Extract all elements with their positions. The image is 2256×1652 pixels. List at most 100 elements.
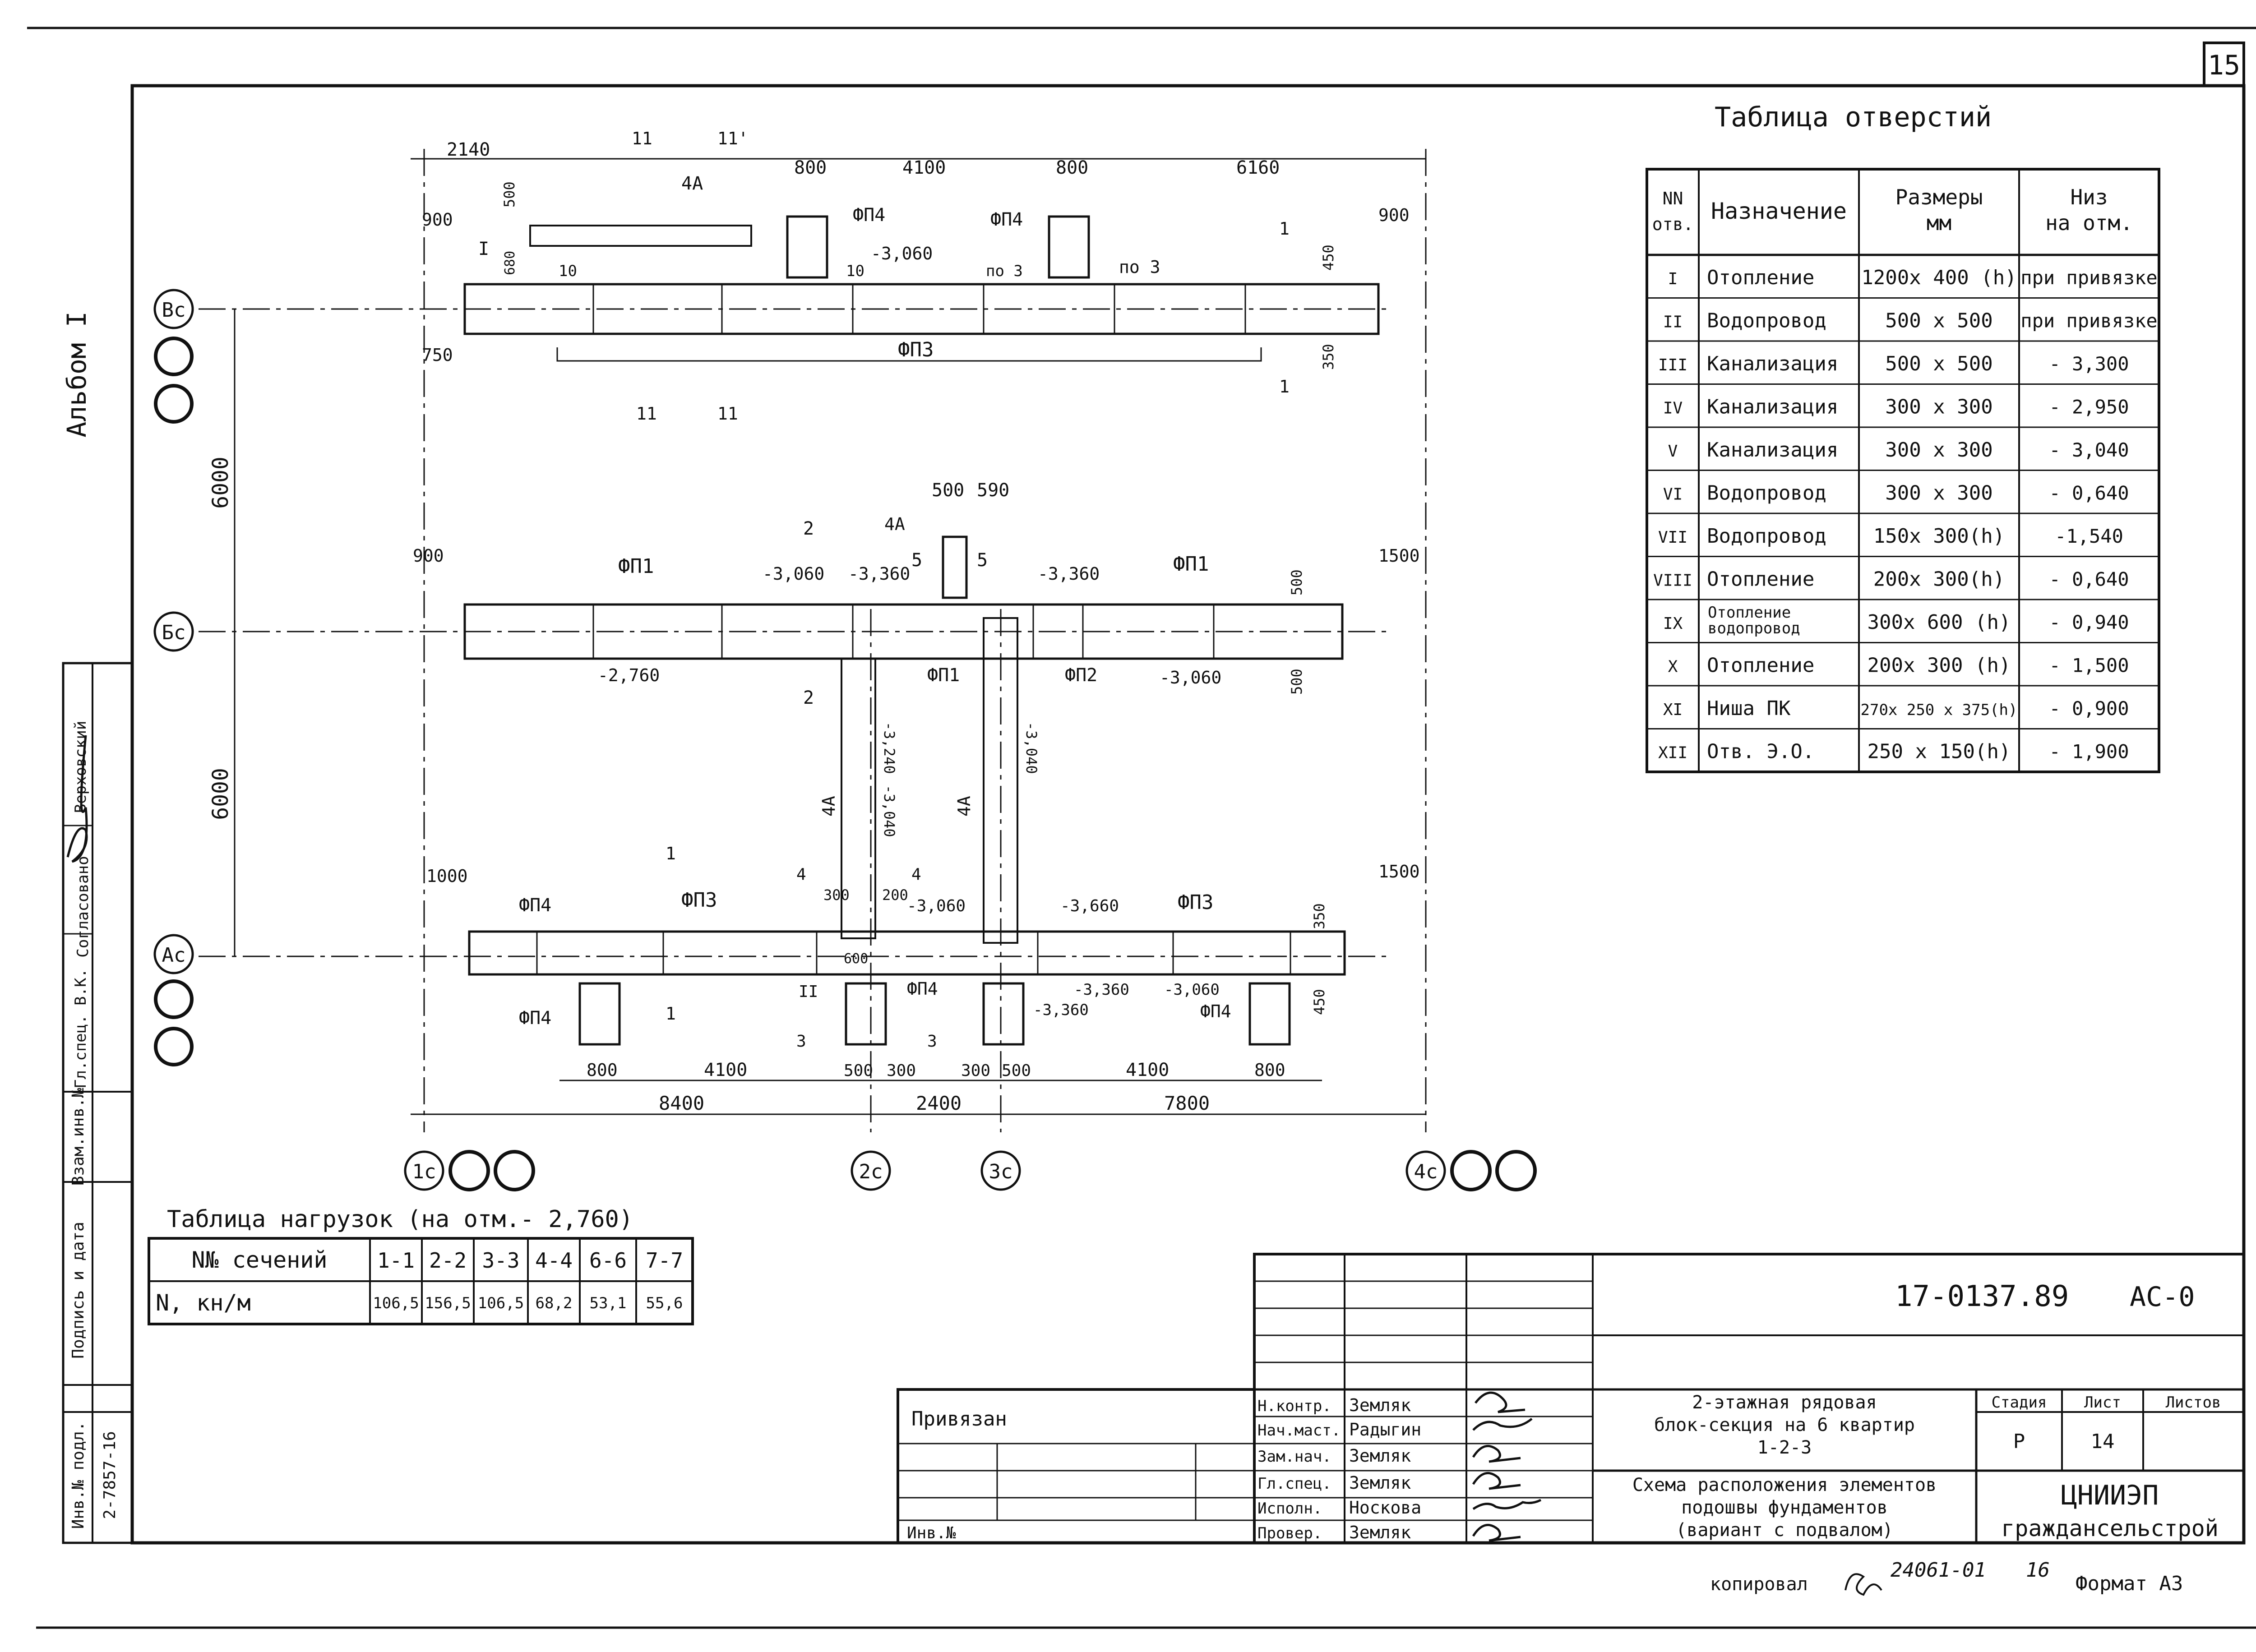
- mark-vert-3: -3,040: [1023, 722, 1040, 774]
- signature-1: [1475, 1391, 1526, 1413]
- loads-row-label: N, кн/м: [156, 1290, 251, 1316]
- mark-mid-1: -3,060: [763, 564, 824, 584]
- holes-cell-0-2: 1200x 400 (h): [1861, 266, 2016, 289]
- cut-2-mid: 2: [803, 518, 814, 539]
- pad-fp4-low-2: [845, 982, 887, 1046]
- hole-label-i: I: [478, 239, 489, 259]
- axis-marker-as: [153, 934, 194, 974]
- cut-1-top: 1: [1279, 219, 1290, 239]
- mark-low-2: -3,660: [1060, 897, 1119, 915]
- stamp-agreed: Согласовано: [74, 856, 92, 957]
- dim-chain-8: 800: [1254, 1060, 1285, 1080]
- loads-section-3: 4-4: [535, 1248, 573, 1273]
- wall-4a-top: [529, 225, 752, 247]
- doc-code: 17-0137.89: [1895, 1280, 2069, 1313]
- mark-mid-5: -3,060: [1160, 668, 1221, 688]
- role-6: Провер.: [1257, 1524, 1322, 1542]
- holes-cell-2-0: III: [1658, 356, 1687, 374]
- stamp-signature: [66, 735, 88, 863]
- mark-top-1: -3,060: [871, 244, 933, 263]
- sheet-number-box: [2203, 42, 2245, 87]
- dim-top-2: 800: [794, 157, 827, 178]
- holes-cell-1-2: 500 x 500: [1885, 309, 1992, 332]
- dim-chain-7: 4100: [1126, 1060, 1169, 1080]
- holes-cell-0-1: Отопление: [1707, 266, 1814, 289]
- holes-cell-8-1-b: водопровод: [1708, 619, 1800, 637]
- dim-chain-3: 500: [844, 1061, 873, 1080]
- mark-mid-4: -2,760: [598, 665, 660, 685]
- axis-label-4s: 4с: [1414, 1160, 1438, 1183]
- axis-ring-4: [154, 1027, 194, 1066]
- loads-value-0: 106,5: [373, 1294, 419, 1312]
- stamp-replace-label: Взам.инв.№: [69, 1088, 88, 1186]
- cut-3b-low: 3: [927, 1032, 937, 1051]
- holes-cell-11-0: XII: [1658, 744, 1687, 762]
- row-spacing-1: 6000: [208, 457, 233, 509]
- axis-ring-5: [448, 1150, 490, 1191]
- role-2: Нач.маст.: [1257, 1421, 1341, 1440]
- fp4-label-top-2: ФП4: [990, 209, 1023, 230]
- fp3-label-top: ФП3: [898, 338, 934, 361]
- stage-value: Р: [2013, 1430, 2025, 1453]
- copied-label: копировал: [1710, 1574, 1808, 1595]
- sheet-value: 14: [2091, 1430, 2115, 1453]
- signature-3: [1472, 1445, 1521, 1463]
- dim-top-4: 800: [1056, 157, 1088, 178]
- dim-mid-6: 500: [1288, 669, 1305, 695]
- pad-fp4-low-3: [982, 982, 1025, 1046]
- holes-cell-3-3: - 2,950: [2049, 396, 2129, 418]
- holes-cell-9-2: 200x 300 (h): [1868, 654, 2011, 677]
- loads-section-4: 6-6: [589, 1248, 627, 1273]
- cut-5b: 5: [977, 550, 988, 571]
- wall-vertical-1: [841, 658, 876, 939]
- holes-cell-9-0: X: [1668, 658, 1678, 676]
- dim-total-2: 2400: [916, 1092, 962, 1114]
- cut-11c: 11: [636, 404, 657, 424]
- dim-low-6: 350: [1311, 903, 1328, 929]
- holes-cell-10-3: - 0,900: [2049, 697, 2129, 720]
- wall-label-top: 4А: [681, 173, 703, 194]
- title-block: Привязан Инв.№ Н.контр. Нач.маст. Зам.на…: [897, 1253, 2245, 1544]
- loads-value-1: 156,5: [425, 1294, 471, 1312]
- holes-cell-4-2: 300 x 300: [1885, 438, 1992, 461]
- axis-ring-7: [1450, 1150, 1492, 1191]
- fp1-label-mid-2: ФП1: [1173, 553, 1209, 576]
- hole-label-ii: II: [799, 983, 818, 1001]
- holes-cell-2-2: 500 x 500: [1885, 352, 1992, 375]
- axis-marker-1s: [404, 1150, 444, 1191]
- dim-top-5: 6160: [1236, 157, 1280, 178]
- holes-header-3: Низ: [2070, 185, 2108, 209]
- dim-mid-5: 500: [1288, 569, 1305, 595]
- holes-cell-8-2: 300x 600 (h): [1868, 611, 2011, 634]
- dim-chain-5: 300: [961, 1061, 990, 1080]
- mark-top-3: по 3: [986, 262, 1023, 280]
- dim-mid-4: 1500: [1378, 546, 1420, 566]
- name-3: Земляк: [1349, 1446, 1411, 1466]
- holes-header-3-b: на отм.: [2045, 211, 2133, 235]
- holes-cell-4-3: - 3,040: [2049, 439, 2129, 461]
- axis-marker-3s: [980, 1150, 1021, 1191]
- loads-section-2: 3-3: [482, 1248, 519, 1273]
- wall-label-vert-1: 4А: [819, 796, 839, 817]
- dim-low-1: 1000: [426, 866, 468, 886]
- axis-ring-3: [154, 979, 194, 1019]
- dim-top-s1: 900: [422, 210, 453, 230]
- pad-fp4-low-4: [1248, 982, 1291, 1046]
- dim-mid-3: 590: [977, 480, 1009, 501]
- inv-no-label: Инв.№: [907, 1524, 956, 1542]
- wall-label-mid: 4А: [884, 514, 905, 534]
- wall-4a-mid: [942, 535, 968, 599]
- dim-top-1: 2140: [447, 139, 490, 160]
- holes-cell-3-0: IV: [1663, 399, 1683, 418]
- privyazan-label: Привязан: [911, 1407, 1007, 1431]
- stamp-agreed-role: Гл.спец. В.К.: [72, 969, 90, 1089]
- dim-low-3: 300: [823, 886, 850, 904]
- loads-value-2: 106,5: [478, 1294, 524, 1312]
- name-2: Радыгин: [1349, 1420, 1421, 1440]
- fp4-label-low-3: ФП4: [907, 979, 938, 999]
- cut-1b-low: 1: [666, 1004, 676, 1024]
- mark-low-1: -3,060: [907, 897, 966, 915]
- role-1: Н.контр.: [1257, 1397, 1331, 1415]
